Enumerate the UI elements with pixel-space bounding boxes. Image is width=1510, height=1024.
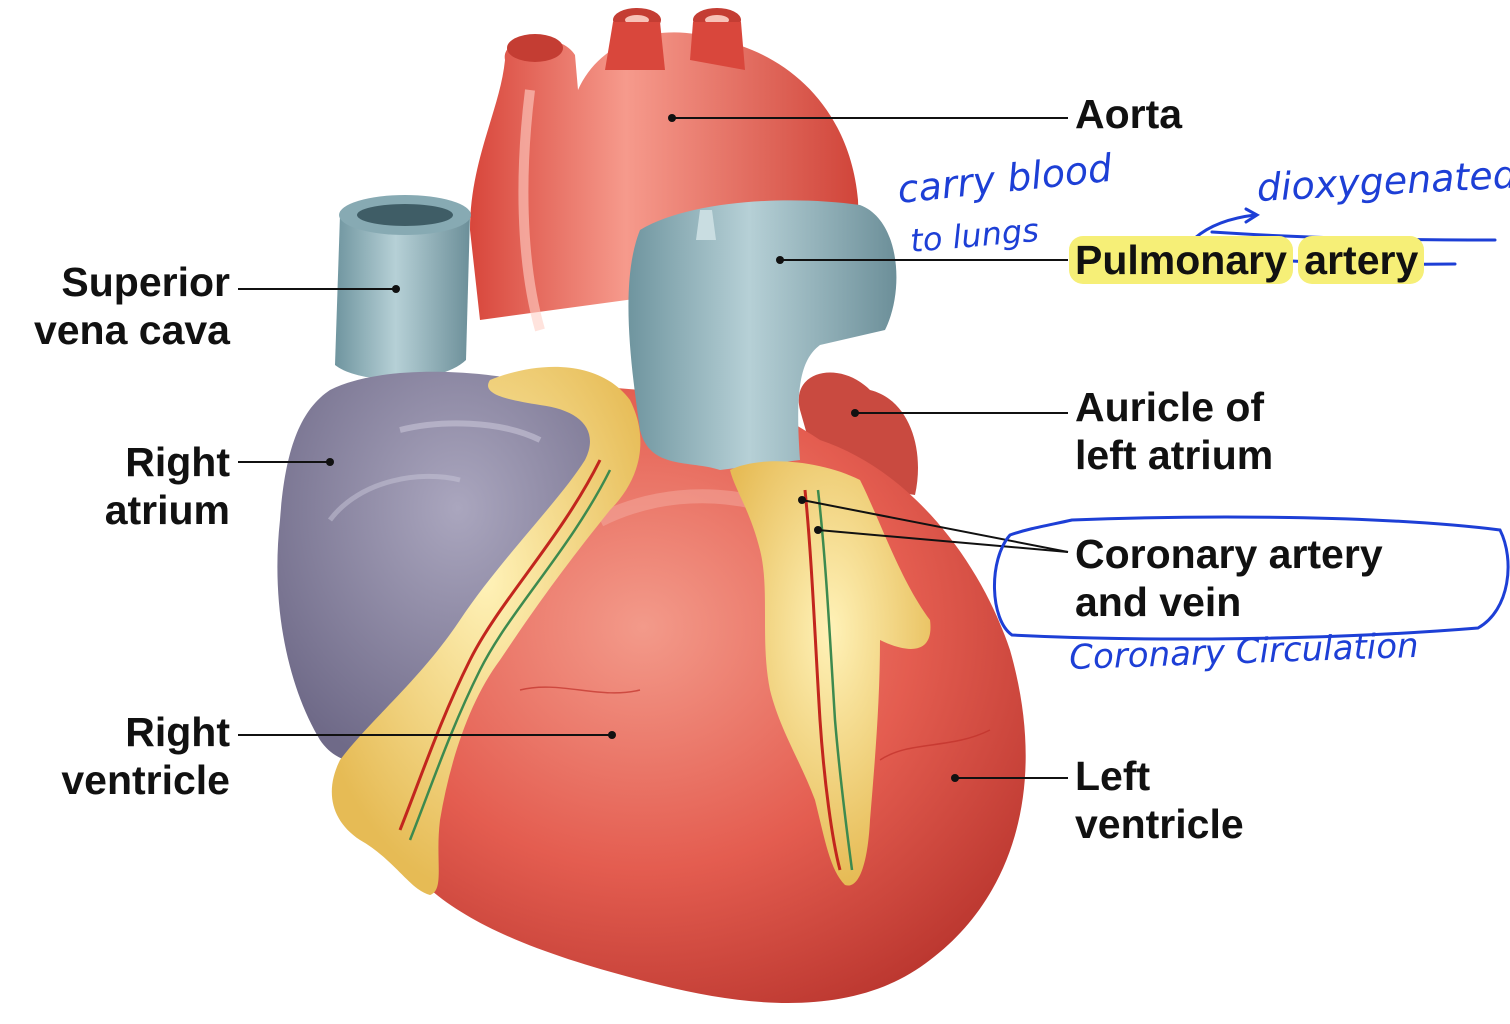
label-aorta: Aorta xyxy=(1075,90,1182,138)
label-left-ventricle: Left ventricle xyxy=(1075,752,1244,848)
label-superior-vena-cava: Superior vena cava xyxy=(12,258,230,354)
label-coronary-artery-vein: Coronary artery and vein xyxy=(1075,530,1383,626)
label-right-atrium: Right atrium xyxy=(12,438,230,534)
superior-vena-cava-shape xyxy=(335,215,470,379)
label-auricle-left-atrium: Auricle of left atrium xyxy=(1075,383,1273,479)
label-pulmonary-artery: Pulmonary artery xyxy=(1075,236,1424,284)
label-right-ventricle: Right ventricle xyxy=(12,708,230,804)
aorta-branch-1 xyxy=(507,34,563,62)
